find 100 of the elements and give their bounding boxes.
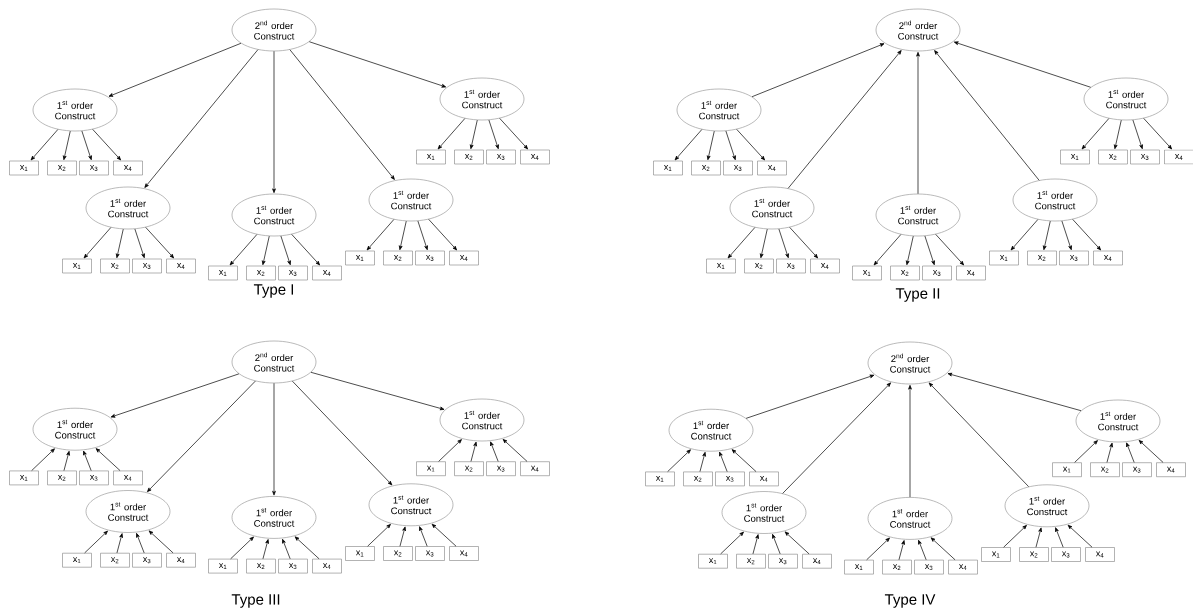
arrow [782, 382, 891, 494]
arrow [417, 220, 428, 251]
arrow [787, 50, 902, 189]
arrow [1072, 219, 1102, 251]
indicator-box: x$_{2}$ [100, 258, 130, 274]
arrow [310, 371, 445, 411]
arrow [147, 380, 256, 493]
arrow [918, 539, 927, 561]
indicator-box: x$_{2}$ [744, 258, 774, 274]
arrow [272, 50, 276, 194]
arrow [928, 382, 1029, 487]
indicator-box: x$_{4}$ [113, 470, 143, 486]
arrow [81, 130, 92, 161]
arrow [108, 42, 242, 97]
arrow [134, 228, 145, 259]
indicator-box: x$_{4}$ [520, 461, 550, 476]
indicator-box: x$_{1}$ [981, 547, 1011, 562]
arrow [437, 118, 466, 150]
indicator-box: x$_{3}$ [79, 160, 109, 176]
arrow [706, 130, 715, 161]
type-caption: Type I [253, 284, 294, 298]
indicator-box: x$_{4}$ [757, 160, 787, 176]
arrow [866, 537, 890, 561]
indicator-box: x$_{3}$ [278, 558, 308, 574]
indicator-box: x$_{2}$ [246, 558, 276, 574]
indicator-box: x$_{2}$ [383, 546, 413, 561]
arrow [431, 523, 457, 547]
arrow [752, 534, 759, 555]
indicator-box: x$_{1}$ [208, 265, 238, 281]
arrow [1132, 119, 1143, 150]
indicator-box: x$_{4}$ [948, 559, 978, 575]
arrow [924, 235, 935, 266]
indicator-box: x$_{4}$ [113, 160, 143, 176]
arrow [1081, 118, 1110, 150]
arrow [62, 130, 71, 161]
indicator-box: x$_{2}$ [383, 250, 413, 266]
arrow [759, 228, 768, 259]
indicator-box: x$_{1}$ [1060, 149, 1090, 165]
arrow [1061, 220, 1072, 251]
indicator-box: x$_{1}$ [416, 149, 446, 165]
indicator-box: x$_{2}$ [1098, 149, 1128, 165]
indicator-box: x$_{3}$ [415, 546, 445, 561]
type-caption: Type III [231, 594, 280, 608]
indicator-box: x$_{1}$ [208, 558, 238, 574]
arrow [419, 526, 428, 547]
arrow [30, 129, 59, 161]
indicator-box: x$_{1}$ [345, 546, 375, 561]
type-caption: Type IV [884, 594, 936, 608]
arrow [292, 380, 393, 486]
indicator-box: x$_{1}$ [1052, 462, 1082, 477]
arrow [31, 448, 55, 471]
indicator-box: x$_{4}$ [1093, 250, 1123, 266]
arrow [229, 234, 258, 266]
indicator-box: x$_{1}$ [645, 471, 675, 487]
arrow [727, 227, 756, 259]
indicator-box: x$_{2}$ [454, 149, 484, 165]
arrow [367, 524, 391, 547]
arrow [92, 129, 121, 161]
arrow [674, 129, 703, 161]
indicator-box: x$_{3}$ [1130, 149, 1160, 165]
indicator-box: x$_{1}$ [345, 250, 375, 266]
arrow [784, 531, 810, 555]
arrow [470, 441, 477, 462]
indicator-box: x$_{1}$ [989, 250, 1019, 266]
arrow [905, 235, 914, 266]
indicator-box: x$_{1}$ [852, 265, 882, 281]
indicator-box: x$_{2}$ [691, 160, 721, 176]
indicator-box: x$_{4}$ [312, 558, 342, 574]
arrow [428, 219, 458, 251]
indicator-box: x$_{1}$ [62, 258, 92, 274]
indicator-box: x$_{1}$ [653, 160, 683, 176]
indicator-box: x$_{3}$ [1122, 462, 1152, 477]
indicator-box: x$_{3}$ [1051, 547, 1081, 562]
indicator-box: x$_{3}$ [776, 258, 806, 274]
arrow [83, 450, 92, 471]
arrow [63, 450, 70, 471]
indicator-box: x$_{1}$ [698, 553, 728, 569]
arrow [731, 449, 757, 472]
arrow [291, 234, 321, 266]
indicator-box: x$_{4}$ [166, 258, 196, 274]
indicator-box: x$_{2}$ [736, 553, 766, 569]
arrow [699, 451, 706, 472]
indicator-box: x$_{4}$ [1164, 149, 1193, 165]
arrow [745, 374, 875, 419]
arrow [947, 372, 1082, 412]
indicator-box: x$_{3}$ [922, 265, 952, 281]
arrow [490, 441, 499, 462]
indicator-box: x$_{4}$ [166, 552, 196, 568]
arrow [898, 540, 905, 561]
arrow [144, 49, 259, 188]
indicator-box: x$_{3}$ [79, 470, 109, 486]
indicator-box: x$_{1}$ [844, 559, 874, 575]
arrow [778, 228, 789, 259]
arrow [930, 537, 956, 561]
arrow [1035, 527, 1042, 548]
indicator-box: x$_{2}$ [882, 559, 912, 575]
arrow [1106, 442, 1113, 463]
arrow [1067, 524, 1093, 548]
arrow [294, 536, 320, 560]
indicator-box: x$_{4}$ [956, 265, 986, 281]
